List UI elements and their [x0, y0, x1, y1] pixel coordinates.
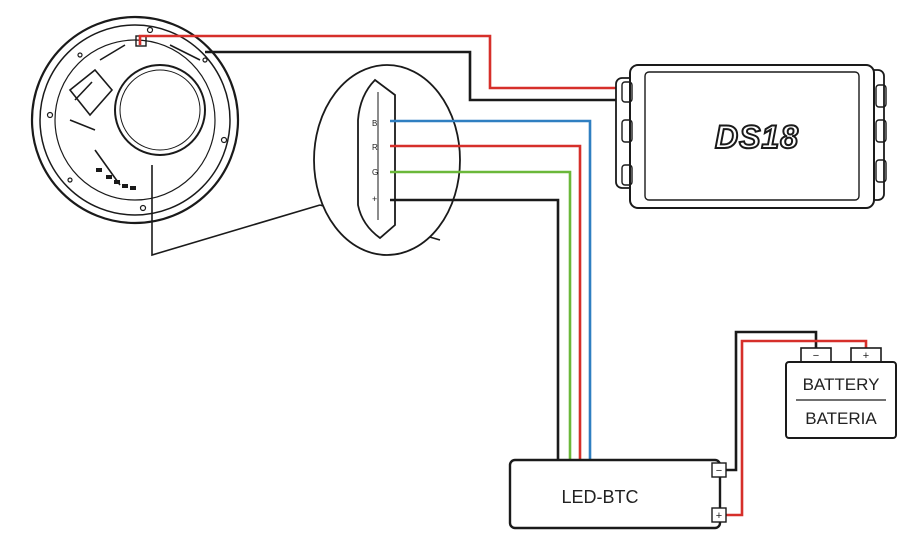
led-btc-controller: LED-BTC − +	[508, 458, 727, 530]
wire-red-speaker-amp	[138, 34, 622, 90]
pin-label-red: R	[372, 143, 378, 152]
wire-blue	[390, 119, 592, 460]
speaker	[30, 15, 240, 225]
battery-positive-terminal: +	[863, 350, 869, 362]
wire-black-speaker-amp	[205, 50, 622, 102]
battery: − + BATTERY BATERIA	[785, 347, 897, 439]
wire-black-battery	[726, 330, 818, 472]
wire-red-signal	[390, 144, 582, 460]
connector-zoom-callout	[151, 64, 461, 257]
controller-label: LED-BTC	[561, 487, 638, 507]
wire-red-battery	[726, 339, 868, 517]
battery-label-es: BATERIA	[805, 409, 877, 428]
wire-black-signal	[390, 198, 560, 460]
pin-label-positive: +	[372, 194, 377, 204]
wires	[138, 34, 868, 517]
controller-negative-terminal: −	[716, 465, 722, 477]
battery-label-en: BATTERY	[803, 375, 880, 394]
brand-logo: DS18	[715, 119, 799, 155]
connector-pin-labels: B R G +	[372, 119, 378, 204]
battery-negative-terminal: −	[813, 350, 819, 362]
wire-green	[390, 170, 572, 460]
controller-positive-terminal: +	[716, 510, 722, 522]
pin-label-blue: B	[372, 119, 377, 128]
amplifier: DS18	[615, 64, 887, 209]
pin-label-green: G	[372, 168, 378, 177]
